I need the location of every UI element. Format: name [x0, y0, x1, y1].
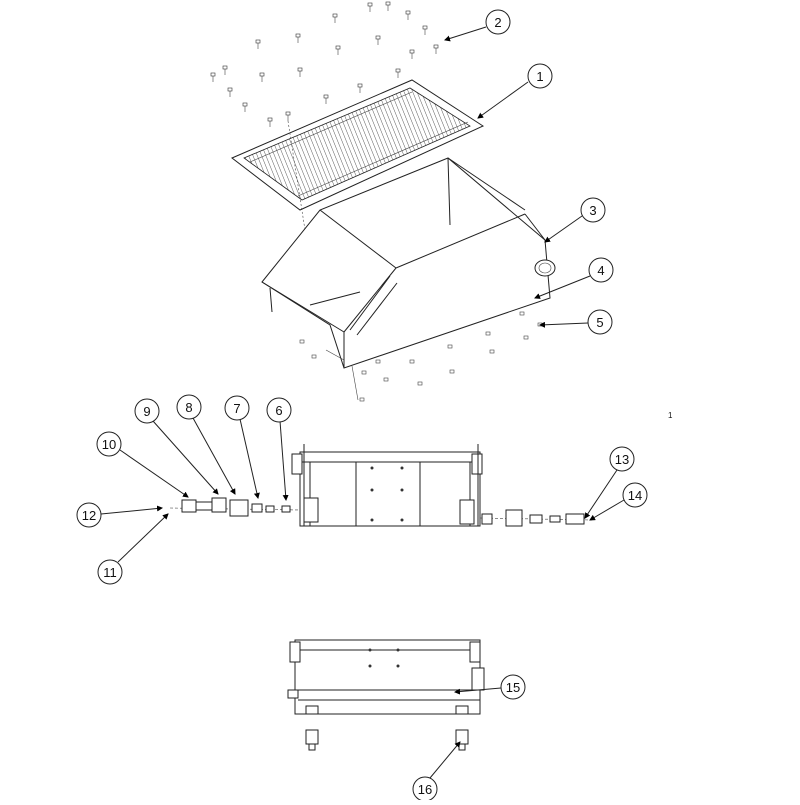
callout-label-15: 15	[506, 680, 520, 695]
callout-circle-9	[134, 398, 160, 424]
screws-group	[210, 1, 439, 231]
callout-label-2: 2	[494, 15, 501, 30]
callout-label-13: 13	[615, 452, 629, 467]
callout-circle-4	[588, 257, 614, 283]
callout-circle-6	[266, 397, 292, 423]
callout-circle-2	[485, 9, 511, 35]
callout-circle-1	[527, 63, 553, 89]
upper-frame	[261, 157, 556, 401]
callout-label-8: 8	[185, 400, 192, 415]
callout-circle-7	[224, 395, 250, 421]
callout-label-3: 3	[589, 203, 596, 218]
callout-label-6: 6	[275, 403, 282, 418]
callout-label-10: 10	[102, 437, 116, 452]
lower-assembly	[287, 639, 485, 751]
callout-circle-14	[622, 482, 648, 508]
callout-circle-5	[587, 309, 613, 335]
callout-label-14: 14	[628, 488, 642, 503]
callout-label-12: 12	[82, 508, 96, 523]
callout-circle-10	[96, 431, 122, 457]
callout-circle-11	[97, 559, 123, 585]
callout-label-1: 1	[536, 69, 543, 84]
middle-assembly	[291, 444, 483, 527]
callout-label-9: 9	[143, 404, 150, 419]
left-axle-parts	[169, 497, 301, 517]
callout-circle-3	[580, 197, 606, 223]
sheet-mark: 1	[668, 411, 673, 420]
grate-panel	[231, 79, 485, 211]
callout-circle-13	[609, 446, 635, 472]
callouts: 1 2 3 4 5 6 7 8 9 10	[76, 9, 648, 802]
callout-circle-15	[500, 674, 526, 700]
callout-circle-12	[76, 502, 102, 528]
callout-label-5: 5	[596, 315, 603, 330]
callout-label-11: 11	[103, 565, 117, 580]
callout-label-16: 16	[418, 782, 432, 797]
callout-circle-8	[176, 394, 202, 420]
callout-label-4: 4	[597, 263, 604, 278]
callout-label-7: 7	[233, 401, 240, 416]
right-axle-parts	[479, 509, 593, 527]
frame-fasteners	[299, 311, 543, 402]
